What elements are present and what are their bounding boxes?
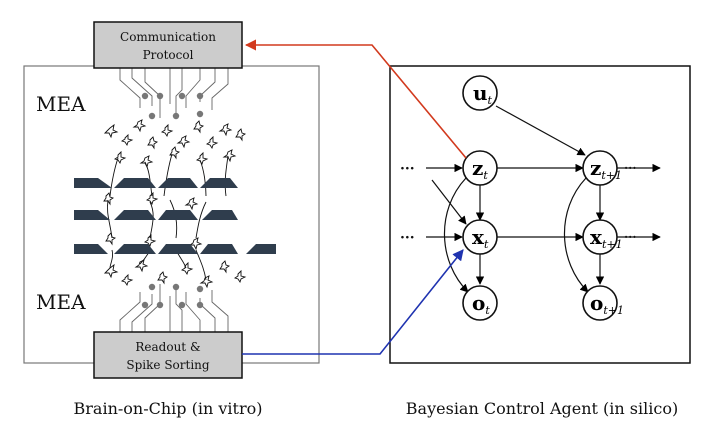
mea-top-label: MEA xyxy=(36,92,86,116)
top-electrode-wiring xyxy=(119,68,229,118)
neuron-cluster-top xyxy=(103,119,247,169)
edge-zt-to-ot-curve xyxy=(443,177,469,293)
output-arrow-red xyxy=(244,39,467,159)
svg-text:ot: ot xyxy=(472,291,490,317)
neuron-cluster-bottom xyxy=(103,259,247,289)
readout-spike-sorting-box: Readout & Spike Sorting xyxy=(93,331,243,379)
svg-text:xt+1: xt+1 xyxy=(590,225,623,251)
electrode-row-1 xyxy=(74,178,238,188)
bayesian-agent-panel: ··· ··· ··· ··· ut zt xt ot zt+1 xt+1 xyxy=(389,65,691,418)
bottom-electrodes xyxy=(141,283,204,309)
ellipsis-zt1-out: ··· xyxy=(624,161,637,175)
node-z-t1: zt+1 xyxy=(582,150,622,186)
axon-network xyxy=(107,153,229,281)
neuron-somas xyxy=(103,191,203,251)
input-arrow-blue xyxy=(242,249,464,355)
ellipsis-xt1-out: ··· xyxy=(624,230,637,244)
node-x-t1: xt+1 xyxy=(582,219,623,255)
electrode-row-3 xyxy=(74,244,276,254)
edge-u-to-zt1 xyxy=(495,105,586,156)
edge-zt1-to-ot1-curve xyxy=(563,177,589,293)
node-o-t: ot xyxy=(462,285,498,321)
bottom-electrode-wiring xyxy=(119,284,229,332)
communication-protocol-line1: Communication xyxy=(120,30,216,44)
agent-frame xyxy=(389,65,691,364)
communication-protocol-line2: Protocol xyxy=(143,48,194,62)
electrode-row-2 xyxy=(74,210,238,220)
ellipsis-xt-in: ··· xyxy=(400,230,415,246)
readout-line1: Readout & xyxy=(135,340,201,354)
mea-bottom-label: MEA xyxy=(36,290,86,314)
node-x-t: xt xyxy=(462,219,498,255)
svg-text:zt+1: zt+1 xyxy=(590,156,622,182)
brain-on-chip-caption: Brain-on-Chip (in vitro) xyxy=(74,399,263,418)
node-u-t: ut xyxy=(462,75,498,111)
bayesian-agent-caption: Bayesian Control Agent (in silico) xyxy=(406,399,678,418)
node-o-t1: ot+1 xyxy=(582,285,624,321)
brain-on-chip-panel: MEA MEA xyxy=(23,21,320,418)
svg-text:xt: xt xyxy=(472,225,489,251)
graph-edges xyxy=(426,105,661,293)
svg-text:ut: ut xyxy=(473,81,493,107)
top-electrodes xyxy=(141,92,204,120)
node-z-t: zt xyxy=(462,150,498,186)
ellipsis-zt-in: ··· xyxy=(400,161,415,177)
svg-text:zt: zt xyxy=(472,156,488,182)
edge-diag-to-xt xyxy=(431,179,467,225)
readout-line2: Spike Sorting xyxy=(126,358,209,372)
svg-text:ot+1: ot+1 xyxy=(590,291,624,317)
communication-protocol-box: Communication Protocol xyxy=(93,21,243,69)
